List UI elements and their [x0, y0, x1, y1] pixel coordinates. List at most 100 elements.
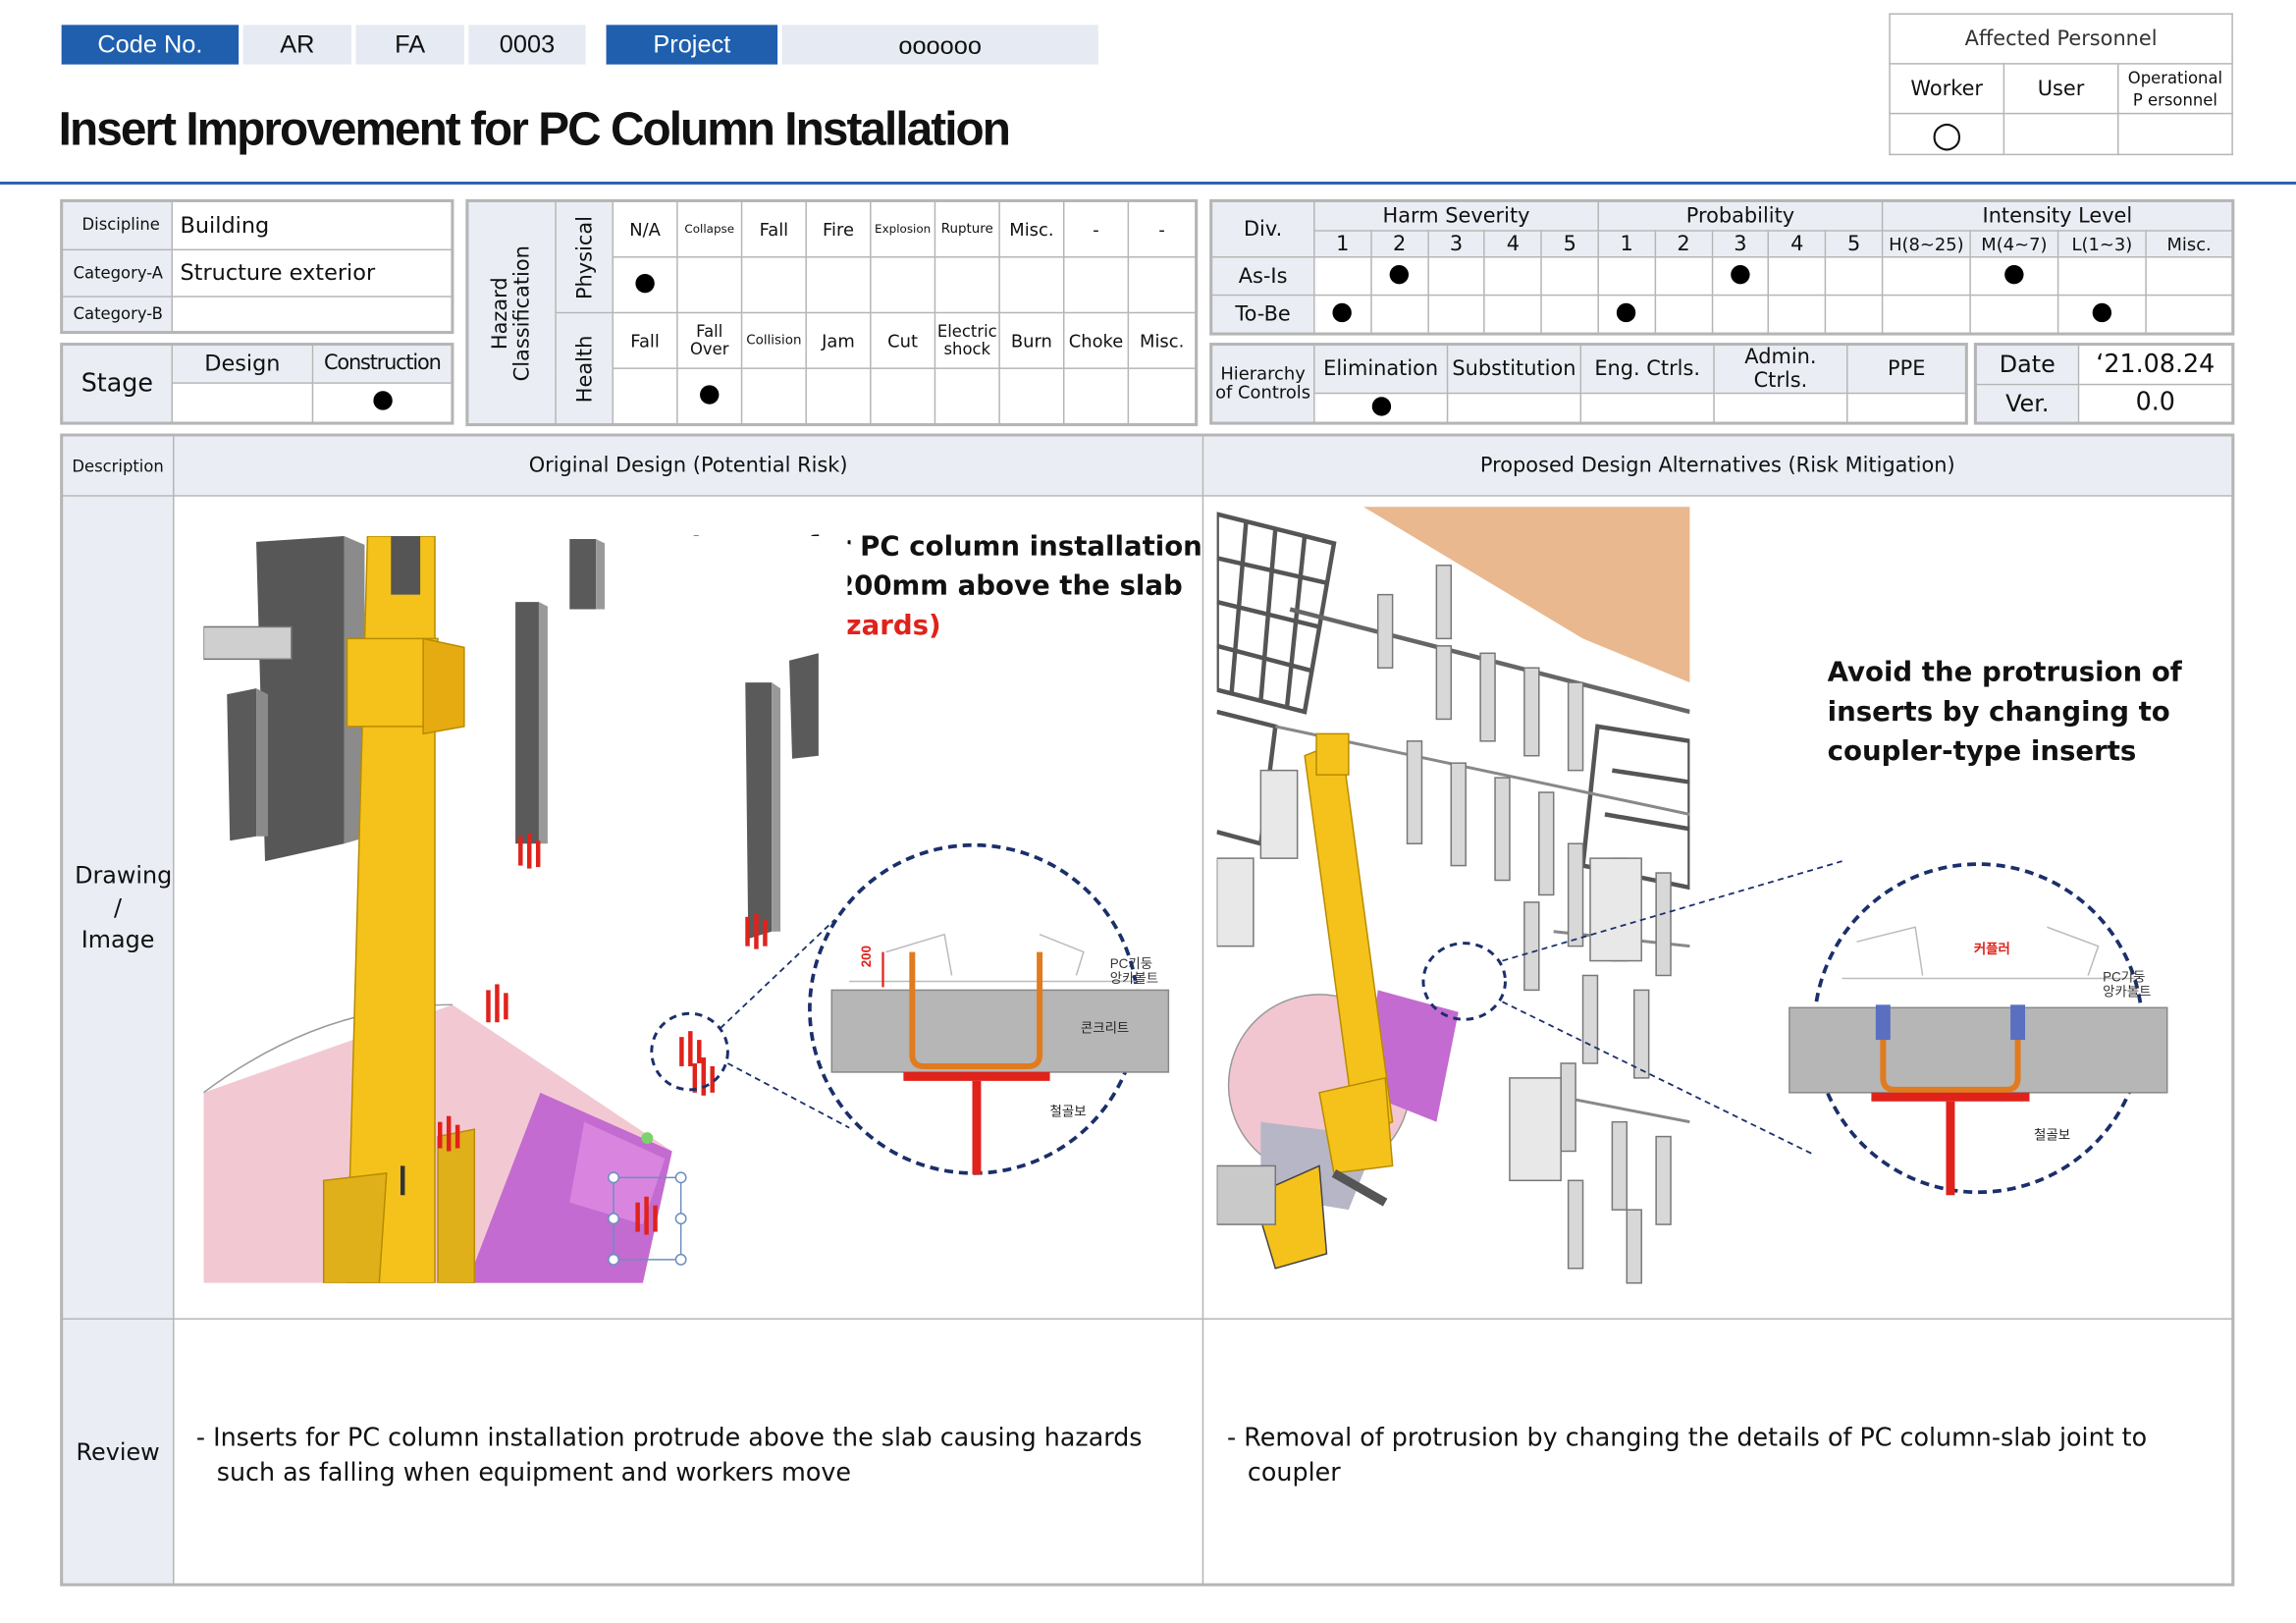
proposed-note: Avoid the protrusion of inserts by chang… [1828, 653, 2182, 772]
intensity-label: Intensity Level [1881, 200, 2233, 232]
date-value: ‘21.08.24 [2077, 344, 2233, 385]
phys-fire: Fire [805, 200, 872, 258]
health-fall-over: Fall Over [676, 311, 743, 369]
health-fall: Fall [612, 311, 678, 369]
hier-eng: Eng. Ctrls. [1579, 344, 1715, 395]
hazard-table: Hazard Classification Physical N/A Colla… [465, 198, 1199, 427]
project-value: oooooo [781, 25, 1098, 65]
category-a-value: Structure exterior [171, 247, 453, 298]
prob-1: 1 [1597, 230, 1656, 258]
harm-4: 4 [1483, 230, 1543, 258]
phys-fall: Fall [740, 200, 807, 258]
health-electric: Electric shock [934, 311, 1000, 369]
elimination-mark [1313, 392, 1449, 424]
int-medium: M(4~7) [1969, 230, 2059, 258]
original-detail-callout [650, 842, 1170, 1175]
phys-na: N/A [612, 200, 678, 258]
discipline-value: Building [171, 200, 453, 250]
health-label: Health [573, 334, 598, 403]
physical-label: Physical [573, 215, 598, 299]
div-label: Div. [1210, 200, 1315, 258]
as-is-label: As-Is [1210, 256, 1315, 297]
stage-construction: Construction [311, 344, 453, 384]
as-is-int-mark [1969, 256, 2059, 297]
proposed-note-line-2: inserts by changing to [1827, 697, 2170, 729]
phys-dash-2: - [1127, 200, 1197, 258]
prob-4: 4 [1768, 230, 1827, 258]
header-rule [0, 181, 2296, 185]
ver-value: 0.0 [2077, 383, 2233, 424]
prob-5: 5 [1825, 230, 1884, 258]
col-operational: Operational P ersonnel [2117, 63, 2233, 115]
pc-anchor-line-1: PC기둥 [1109, 956, 1153, 972]
worker-mark: ○ [1889, 112, 2005, 156]
original-review-line-2: such as falling when equipment and worke… [216, 1458, 851, 1488]
hier-ppe: PPE [1846, 344, 1967, 395]
as-is-harm-mark [1369, 256, 1429, 297]
to-be-int-mark [2056, 294, 2147, 335]
int-high: H(8~25) [1881, 230, 1971, 258]
phys-rupture: Rupture [934, 200, 1000, 258]
original-design-label: Original Design (Potential Risk) [173, 435, 1204, 497]
review-label: Review [61, 1318, 175, 1586]
as-is-prob-mark [1711, 256, 1770, 297]
risk-table: Div. Harm Severity Probability Intensity… [1209, 198, 2235, 336]
phys-misc: Misc. [998, 200, 1065, 258]
date-label: Date [1975, 344, 2080, 385]
ver-label: Ver. [1975, 383, 2080, 424]
proposed-review: - Removal of protrusion by changing the … [1227, 1421, 2222, 1491]
stage-construction-mark [311, 382, 453, 424]
pc-anchor-2-line-1: PC기둥 [2103, 969, 2146, 985]
hazard-label: Hazard Classification [489, 244, 535, 381]
page-title: Insert Improvement for PC Column Install… [58, 102, 1011, 156]
health-jam: Jam [805, 311, 872, 369]
to-be-harm-mark [1313, 294, 1372, 335]
health-collision: Collision [740, 311, 807, 369]
phys-collapse: Collapse [676, 200, 743, 258]
proposed-review-line-1: - Removal of protrusion by changing the … [1227, 1423, 2148, 1453]
health-choke: Choke [1062, 311, 1130, 369]
meta-table: Date‘21.08.24 Ver.0.0 [1973, 343, 2235, 425]
harm-5: 5 [1540, 230, 1599, 258]
code-label: Code No. [61, 25, 240, 65]
col-worker: Worker [1889, 63, 2005, 115]
harm-1: 1 [1313, 230, 1372, 258]
to-be-prob-mark [1597, 294, 1656, 335]
probability-label: Probability [1597, 200, 1884, 232]
code-part-3: 0003 [468, 25, 586, 65]
proposed-crane-drawing [1216, 507, 1690, 1289]
hier-admin: Admin. Ctrls. [1713, 344, 1848, 395]
code-part-1: AR [242, 25, 352, 65]
harm-3: 3 [1426, 230, 1486, 258]
discipline-label: Discipline [61, 200, 174, 250]
detail-steel: 철골보 [1049, 1104, 1087, 1119]
category-a-label: Category-A [61, 247, 174, 298]
proposed-note-line-3: coupler-type inserts [1827, 736, 2137, 768]
phys-dash-1: - [1062, 200, 1130, 258]
proposed-design-label: Proposed Design Alternatives (Risk Mitig… [1201, 435, 2233, 497]
harm-severity-label: Harm Severity [1313, 200, 1599, 232]
stage-label: Stage [61, 344, 174, 424]
detail-concrete: 콘크리트 [1080, 1020, 1130, 1036]
to-be-label: To-Be [1210, 294, 1315, 335]
original-review-line-1: - Inserts for PC column installation pro… [195, 1423, 1143, 1453]
category-b-value [171, 296, 453, 333]
pc-anchor-2-line-2: 앙카볼트 [2103, 984, 2152, 1000]
original-review: - Inserts for PC column installation pro… [196, 1421, 1192, 1491]
detail-dim-200: 200 [858, 945, 874, 968]
pc-anchor-line-2: 앙카볼트 [1109, 971, 1159, 986]
col-user: User [2002, 63, 2119, 115]
int-misc: Misc. [2145, 230, 2233, 258]
health-cut: Cut [870, 311, 936, 369]
prob-2: 2 [1654, 230, 1713, 258]
detail-steel-2: 철골보 [2033, 1127, 2071, 1143]
health-fall-over-mark [676, 367, 743, 425]
hier-elimination: Elimination [1313, 344, 1449, 395]
prob-3: 3 [1711, 230, 1770, 258]
proposed-review-line-2: coupler [1247, 1458, 1341, 1488]
proposed-detail-callout [1421, 860, 2168, 1196]
